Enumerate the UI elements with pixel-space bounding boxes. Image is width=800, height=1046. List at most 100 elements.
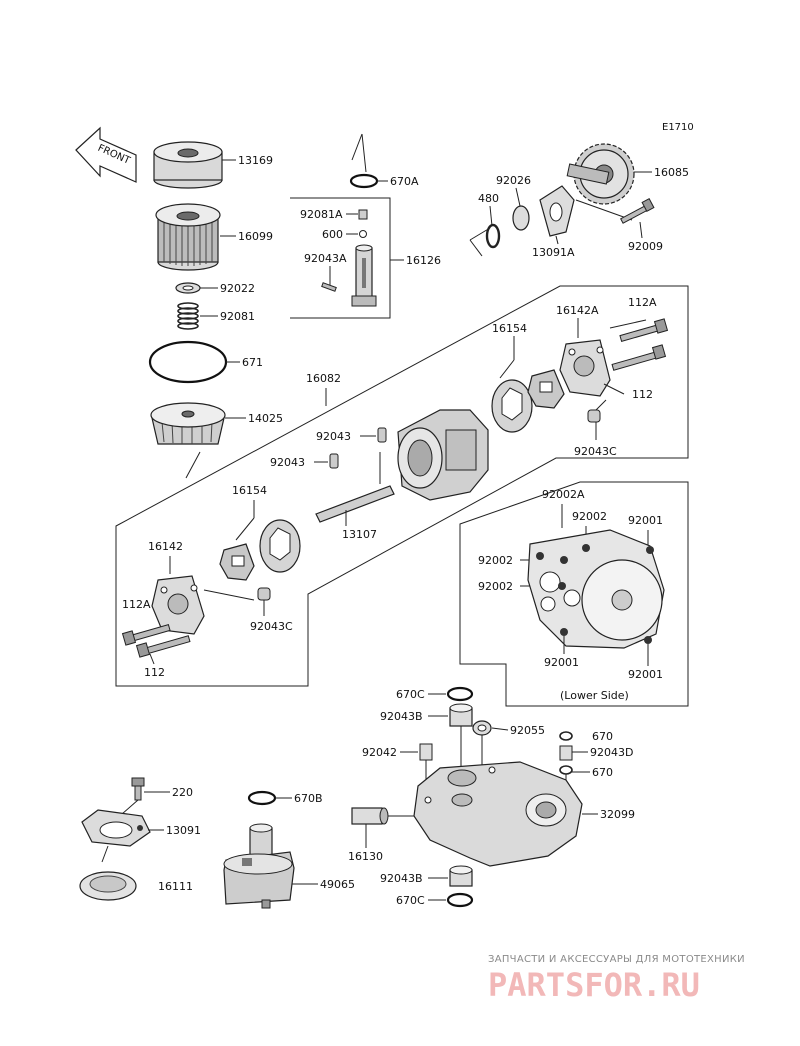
label-13091: 13091: [166, 824, 201, 837]
label-16126: 16126: [406, 254, 441, 267]
label-92001b: 92001: [544, 656, 579, 669]
label-92002b: 92002: [478, 554, 513, 567]
part-92081A-spring: [358, 209, 368, 220]
part-92043B2-dowel: [449, 865, 473, 887]
part-92043Ca-pin: [587, 409, 601, 423]
part-13091A-plate: [539, 185, 575, 237]
part-16126-valve: [351, 244, 377, 307]
part-670B-o-ring: [247, 790, 277, 806]
label-670B: 670B: [294, 792, 323, 805]
part-16154a-rotor: [491, 379, 533, 433]
front-arrow-icon: FRONT: [75, 126, 137, 183]
label-670C1: 670C: [396, 688, 425, 701]
part-220-bolt: [131, 777, 145, 801]
part-92043B1-dowel: [449, 703, 473, 727]
part-92043A-pin: [321, 282, 337, 292]
part-16111-screen: [79, 871, 137, 901]
label-16142b: 16142: [148, 540, 183, 553]
label-16111: 16111: [158, 880, 193, 893]
label-670b: 670: [592, 766, 613, 779]
label-92002c: 92002: [478, 580, 513, 593]
label-16154b: 16154: [232, 484, 267, 497]
label-600: 600: [322, 228, 343, 241]
part-16154b-rotor: [259, 519, 301, 573]
part-92022-washer: [175, 282, 201, 294]
label-13107: 13107: [342, 528, 377, 541]
label-92055: 92055: [510, 724, 545, 737]
part-49065-pipe: [223, 823, 295, 909]
label-13169: 13169: [238, 154, 273, 167]
part-13169-cap: [153, 141, 223, 189]
part-112Ab-bolt: [121, 623, 171, 646]
part-14025-cover: [150, 402, 226, 445]
label-92022: 92022: [220, 282, 255, 295]
label-92081: 92081: [220, 310, 255, 323]
label-112b: 112: [144, 666, 165, 679]
part-16130-pipe: [351, 807, 389, 825]
part-16142b-cover: [151, 575, 205, 635]
part-92043D-dowel: [559, 745, 573, 761]
part-92043Cb-pin: [257, 587, 271, 601]
label-16082: 16082: [306, 372, 341, 385]
label-16130: 16130: [348, 850, 383, 863]
diagram-code: E1710: [662, 122, 694, 133]
part-92055-plug: [472, 720, 492, 736]
label-670C2: 670C: [396, 894, 425, 907]
label-112Aa: 112A: [628, 296, 657, 309]
label-92026: 92026: [496, 174, 531, 187]
part-671-o-ring: [148, 340, 228, 384]
label-92009: 92009: [628, 240, 663, 253]
label-220: 220: [172, 786, 193, 799]
part-lower-side-housing: [527, 529, 665, 649]
lower-side-label: (Lower Side): [560, 689, 629, 702]
part-16099-filter: [155, 203, 221, 271]
part-92043b-pin: [329, 453, 339, 469]
label-16154a: 16154: [492, 322, 527, 335]
part-16142a-cover: [559, 339, 611, 397]
label-92043Cb: 92043C: [250, 620, 293, 633]
label-16099: 16099: [238, 230, 273, 243]
part-92009-bolt: [620, 198, 655, 224]
part-670C1-o-ring: [446, 686, 474, 702]
label-670A: 670A: [390, 175, 419, 188]
label-92002A: 92002A: [542, 488, 585, 501]
part-670b-o-ring: [559, 765, 573, 775]
part-480-circlip: [485, 223, 501, 249]
part-670A-o-ring: [349, 173, 379, 189]
part-16154a-inner-rotor: [527, 369, 565, 409]
label-13091A: 13091A: [532, 246, 575, 259]
label-92043A: 92043A: [304, 252, 347, 265]
label-16142a: 16142A: [556, 304, 599, 317]
part-32099-cover: [413, 761, 583, 867]
part-16154b-inner-rotor: [219, 543, 255, 581]
label-92001c: 92001: [628, 668, 663, 681]
part-92042-dowel: [419, 743, 433, 761]
label-92043b: 92043: [270, 456, 305, 469]
label-92043B1: 92043B: [380, 710, 423, 723]
part-600-ball: [359, 230, 367, 238]
part-112b-bolt: [135, 635, 191, 658]
part-16085-gear: [566, 143, 635, 205]
label-92042: 92042: [362, 746, 397, 759]
label-92002a: 92002: [572, 510, 607, 523]
assembly-16082-outline: [115, 285, 689, 687]
label-16085: 16085: [654, 166, 689, 179]
part-92081-spring: [177, 302, 199, 330]
lower-side-outline: [459, 481, 689, 707]
label-92001a: 92001: [628, 514, 663, 527]
label-112Ab: 112A: [122, 598, 151, 611]
label-92043Ca: 92043C: [574, 445, 617, 458]
label-112a: 112: [632, 388, 653, 401]
part-112a-bolt: [611, 344, 667, 371]
label-92081A: 92081A: [300, 208, 343, 221]
part-92043a-pin: [377, 427, 387, 443]
label-671: 671: [242, 356, 263, 369]
part-92026-washer: [512, 205, 530, 231]
label-92043D: 92043D: [590, 746, 633, 759]
part-13107-shaft: [315, 485, 395, 523]
label-670a: 670: [592, 730, 613, 743]
part-13091-plate: [81, 809, 151, 847]
part-670C2-o-ring: [446, 892, 474, 908]
label-480: 480: [478, 192, 499, 205]
